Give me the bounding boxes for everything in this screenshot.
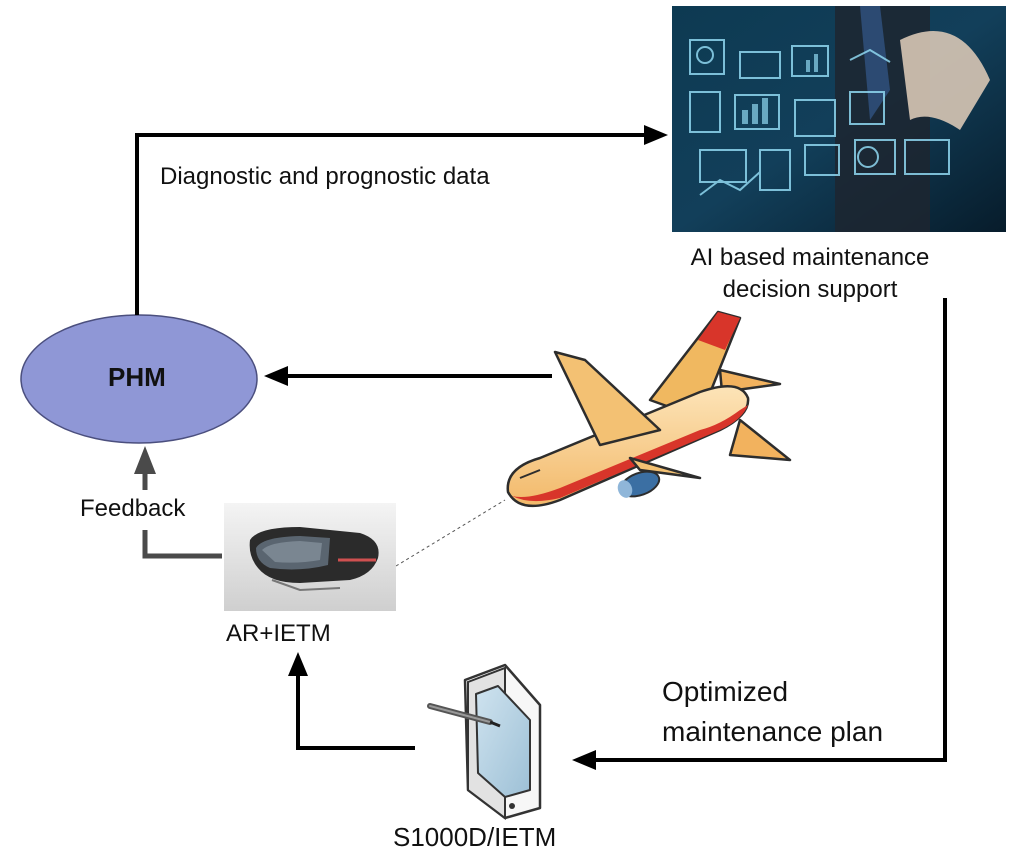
ai-dashboard-photo: [672, 6, 1006, 232]
ar-headset-icon: [224, 503, 396, 611]
node-label-ai-support: AI based maintenance decision support: [660, 242, 960, 306]
node-label-s1000d: S1000D/IETM: [393, 822, 557, 852]
arrow-feedback-lower: [142, 530, 222, 559]
node-label-ai-line2: decision support: [722, 276, 898, 303]
arrow-optimized-plan: [590, 298, 947, 762]
edge-label-diagnostic: Diagnostic and prognostic data: [160, 163, 490, 190]
airplane-icon: [506, 310, 792, 508]
dashed-link: [395, 499, 506, 567]
edge-label-optimized-line1: Optimized: [662, 676, 789, 707]
node-label-ar-ietm: AR+IETM: [226, 620, 331, 647]
node-label-phm: PHM: [108, 362, 166, 392]
edge-label-optimized: Optimized maintenance plan: [662, 672, 883, 752]
arrowhead-s1000d-to-ar: [288, 652, 308, 676]
arrowhead-optimized-plan: [572, 750, 596, 770]
arrowhead-diagnostic: [644, 125, 668, 145]
tablet-stylus-icon: [427, 663, 542, 821]
node-label-ai-line1: AI based maintenance: [690, 244, 930, 271]
arrowhead-feedback: [134, 446, 156, 474]
arrowhead-airplane-to-phm: [264, 366, 288, 386]
arrow-s1000d-to-ar: [296, 670, 415, 750]
edge-label-feedback: Feedback: [80, 495, 186, 522]
arrow-diagnostic: [135, 133, 650, 315]
edge-label-optimized-line2: maintenance plan: [662, 716, 884, 747]
